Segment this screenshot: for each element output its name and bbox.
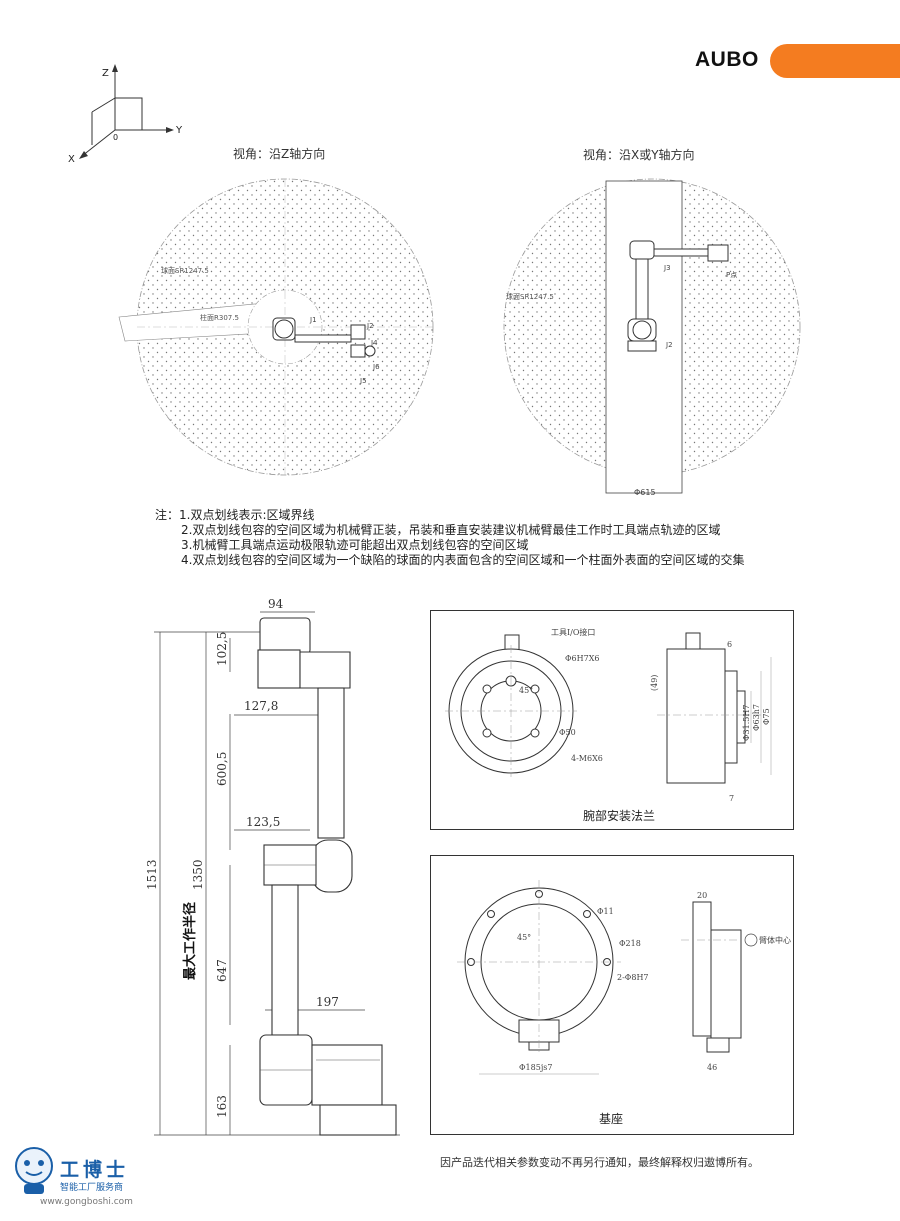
wrist-bore-label: Φ50 — [559, 728, 576, 737]
top-view-caption: 视角：沿Z轴方向 — [233, 147, 326, 161]
dim-reach-value: 1350 — [191, 859, 205, 890]
dim-elbow-offset: 123,5 — [246, 815, 280, 829]
axis-x-label: X — [68, 154, 75, 165]
base-dia-label: Φ185js7 — [519, 1063, 553, 1072]
joint-label-j3: J3 — [663, 264, 671, 272]
wrist-hole-label: Φ6H7X6 — [565, 654, 600, 663]
side-view-workspace-diagram: 球面SR1247.5 J3 J2 P点 Φ615 — [503, 178, 801, 497]
base-pcd-label: Φ218 — [619, 939, 641, 948]
wrist-flange-panel: 工具I/O接口 Φ6H7X6 45° Φ50 4-M6X6 6 (49) Φ31… — [430, 610, 794, 830]
joint-label-j5: J5 — [359, 377, 367, 385]
axis-z-label: Z — [102, 68, 109, 79]
dim-upper-offset: 127,8 — [244, 699, 278, 713]
dim-tool-offset: 102,5 — [215, 632, 229, 666]
dim-base-offset: 197 — [316, 995, 339, 1009]
note-item-3: 3.机械臂工具端点运动极限轨迹可能超出双点划线包容的空间区域 — [181, 538, 529, 552]
axis-origin-label: 0 — [113, 133, 118, 142]
dim-total-height: 1513 — [145, 859, 159, 890]
dim-reach-label: 最大工作半径 — [182, 902, 198, 980]
dim-lower-arm: 647 — [215, 959, 229, 982]
base-side-bottom: 46 — [707, 1063, 717, 1072]
base-pin-label: 2-Φ8H7 — [617, 973, 649, 982]
wrist-dia-small: Φ31.5H7 — [742, 705, 751, 741]
wrist-angle-label: 45° — [519, 686, 533, 695]
robot-dimension-drawing: 94 102,5 127,8 600,5 123,5 647 197 163 1… — [145, 597, 400, 1136]
mascot-logo — [15, 1147, 53, 1194]
wrist-dia-large: Φ75 — [762, 708, 771, 725]
side-view-diameter-label: Φ615 — [634, 488, 656, 497]
watermark-url: www.gongboshi.com — [40, 1197, 133, 1207]
base-flange-caption: 基座 — [599, 1112, 624, 1126]
joint-label-j1: J1 — [309, 316, 317, 324]
base-side-top: 20 — [697, 891, 707, 900]
joint-label-j6: J6 — [372, 363, 380, 371]
dim-upper-arm: 600,5 — [215, 752, 229, 786]
top-view-workspace-diagram: 球面SR1247.5 柱面R307.5 J1 J2 J4 J6 J5 — [118, 178, 434, 476]
base-flange-panel: Φ11 45° Φ218 2-Φ8H7 Φ185js7 20 46 臂体中心 基… — [430, 855, 794, 1135]
tool-point-label: P点 — [726, 271, 737, 279]
dim-top-width: 94 — [268, 597, 284, 611]
base-flange-drawing: Φ11 45° Φ218 2-Φ8H7 Φ185js7 20 46 臂体中心 — [457, 880, 791, 1075]
watermark-subtitle: 智能工厂服务商 — [60, 1183, 124, 1193]
note-item-2: 2.双点划线包容的空间区域为机械臂正装，吊装和垂直安装建议机械臂最佳工作时工具端… — [181, 523, 721, 537]
watermark-name: 工博士 — [60, 1159, 130, 1181]
top-view-cylinder-label: 柱面R307.5 — [200, 313, 239, 322]
base-center-label: 臂体中心 — [759, 935, 791, 945]
wrist-side-left: (49) — [650, 675, 659, 691]
side-view-caption: 视角：沿X或Y轴方向 — [583, 148, 695, 162]
axis-triad: Z Y X 0 — [68, 64, 183, 165]
wrist-flange-drawing: 工具I/O接口 Φ6H7X6 45° Φ50 4-M6X6 6 (49) Φ31… — [445, 627, 772, 803]
wrist-side-top: 6 — [727, 640, 732, 649]
note-item-1: 1.双点划线表示:区域界线 — [179, 508, 315, 522]
top-view-sphere-label: 球面SR1247.5 — [161, 266, 209, 275]
base-hole-label: Φ11 — [597, 907, 614, 916]
footer-disclaimer: 因产品迭代相关参数变动不再另行通知，最终解释权归遨博所有。 — [440, 1156, 759, 1169]
wrist-flange-caption: 腕部安装法兰 — [583, 809, 656, 823]
note-item-4: 4.双点划线包容的空间区域为一个缺陷的球面的内表面包含的空间区域和一个柱面外表面… — [181, 553, 745, 567]
wrist-io-label: 工具I/O接口 — [551, 627, 595, 637]
wrist-side-bottom: 7 — [729, 794, 734, 803]
axis-y-label: Y — [175, 125, 183, 136]
base-angle-label: 45° — [517, 933, 531, 942]
brand-accent-tab — [770, 44, 900, 78]
brand-logo: AUBO — [695, 48, 759, 71]
side-view-sphere-label: 球面SR1247.5 — [506, 292, 554, 301]
notes-prefix: 注： — [155, 508, 180, 522]
joint-label-j2-side: J2 — [665, 341, 673, 349]
joint-label-j4: J4 — [370, 339, 378, 347]
wrist-thread-label: 4-M6X6 — [571, 754, 603, 763]
dim-base-height: 163 — [215, 1095, 229, 1118]
wrist-dia-mid: Φ63h7 — [752, 704, 761, 731]
joint-label-j2: J2 — [366, 322, 374, 330]
notes-block: 注：1.双点划线表示:区域界线 2.双点划线包容的空间区域为机械臂正装，吊装和垂… — [155, 508, 744, 568]
